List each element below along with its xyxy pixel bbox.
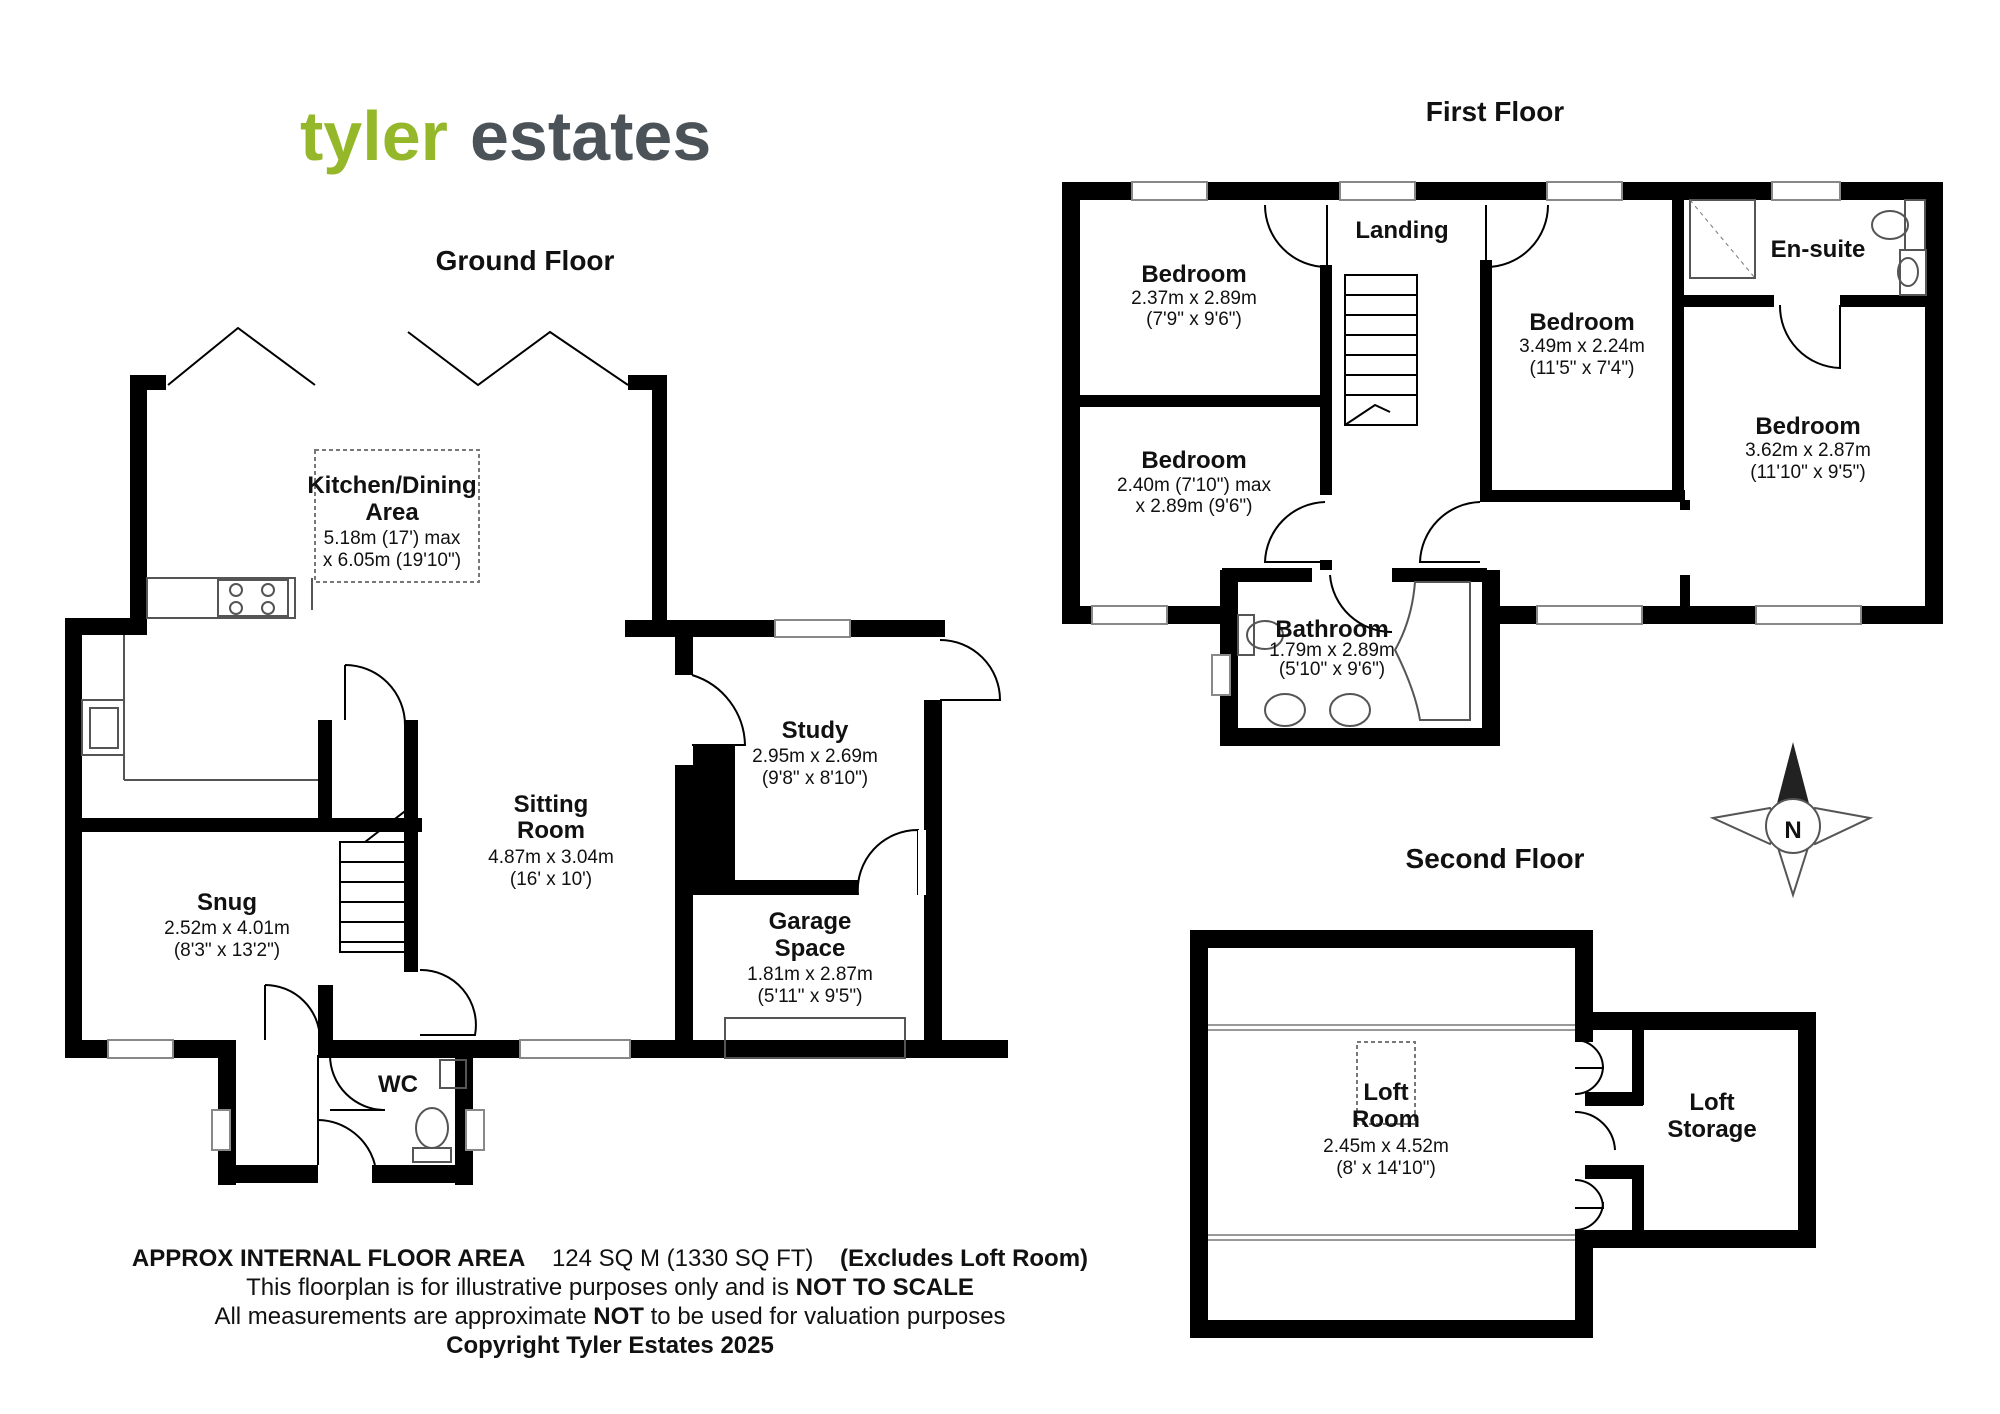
compass-rose: N xyxy=(1709,742,1874,899)
kitchen-dim-1: 5.18m (17') max xyxy=(324,528,461,549)
bed1-dim-2: (7'9" x 9'6") xyxy=(1146,309,1242,330)
loft-name: Loft xyxy=(1363,1079,1408,1106)
logo-part-tyler: tyler xyxy=(300,97,448,175)
bed4-dim-1: 3.62m x 2.87m xyxy=(1745,440,1871,461)
ground-floor-plan xyxy=(65,326,1008,1185)
area-note: (Excludes Loft Room) xyxy=(840,1245,1089,1272)
scale-disclaimer: This floorplan is for illustrative purpo… xyxy=(60,1273,1160,1303)
bed2-dim-1: 2.40m (7'10") max xyxy=(1117,475,1271,496)
brand-logo: tyler estates xyxy=(300,97,711,175)
measurement-disclaimer: All measurements are approximate NOT to … xyxy=(60,1302,1160,1332)
landing-name: Landing xyxy=(1355,217,1448,244)
bed3-name: Bedroom xyxy=(1529,309,1634,336)
ground-floor-labels: Kitchen/Dining Area 5.18m (17') max x 6.… xyxy=(164,472,878,1098)
copyright-line: Copyright Tyler Estates 2025 xyxy=(60,1331,1160,1361)
loft-dim-1: 2.45m x 4.52m xyxy=(1323,1136,1449,1157)
bed2-dim-2: x 2.89m (9'6") xyxy=(1135,496,1252,517)
measurement-text-c: to be used for valuation purposes xyxy=(650,1303,1006,1330)
compass-north-letter: N xyxy=(1784,817,1801,844)
snug-name: Snug xyxy=(197,889,257,916)
first-floor-labels: Landing Bedroom 2.37m x 2.89m (7'9" x 9'… xyxy=(1117,217,1871,680)
garage-name: Garage xyxy=(769,908,852,935)
first-floor-plan xyxy=(1062,181,1943,746)
second-floor-label: Second Floor xyxy=(1406,843,1585,874)
garage-dim-2: (5'11" x 9'5") xyxy=(758,986,863,1007)
bathroom-name: Bathroom xyxy=(1275,616,1388,643)
wc-name: WC xyxy=(378,1071,418,1098)
snug-dim-2: (8'3" x 13'2") xyxy=(174,940,280,961)
ground-floor-label: Ground Floor xyxy=(436,245,615,276)
bed1-name: Bedroom xyxy=(1141,261,1246,288)
loft-dim-2: (8' x 14'10") xyxy=(1336,1158,1436,1179)
kitchen-dim-2: x 6.05m (19'10") xyxy=(323,550,461,571)
area-label: APPROX INTERNAL FLOOR AREA xyxy=(131,1245,526,1272)
area-value: 124 SQ M (1330 SQ FT) xyxy=(551,1245,814,1272)
bed4-name: Bedroom xyxy=(1755,413,1860,440)
measurement-not: NOT xyxy=(593,1303,644,1330)
bathroom-dim-2: (5'10" x 9'6") xyxy=(1279,659,1385,680)
disclaimer-text: This floorplan is for illustrative purpo… xyxy=(246,1274,789,1301)
bed3-dim-2: (11'5" x 7'4") xyxy=(1530,358,1635,379)
first-floor-label: First Floor xyxy=(1426,96,1565,127)
bathroom-dim-1: 1.79m x 2.89m xyxy=(1269,640,1395,661)
floor-area-line: APPROX INTERNAL FLOOR AREA 124 SQ M (133… xyxy=(60,1244,1160,1274)
copyright-text: Copyright Tyler Estates 2025 xyxy=(446,1332,774,1359)
bed1-dim-1: 2.37m x 2.89m xyxy=(1131,288,1257,309)
ensuite-name: En-suite xyxy=(1771,236,1866,263)
bed2-name: Bedroom xyxy=(1141,447,1246,474)
second-floor-plan xyxy=(1190,930,1816,1338)
study-dim-2: (9'8" x 8'10") xyxy=(762,768,868,789)
kitchen-name: Kitchen/Dining xyxy=(307,472,476,499)
loft-name-2: Room xyxy=(1352,1106,1420,1133)
garage-dim-1: 1.81m x 2.87m xyxy=(747,964,873,985)
loft-storage-name-2: Storage xyxy=(1667,1116,1756,1143)
sitting-name-2: Room xyxy=(517,817,585,844)
snug-dim-1: 2.52m x 4.01m xyxy=(164,918,290,939)
measurement-text-a: All measurements are approximate xyxy=(214,1303,587,1330)
loft-storage-name: Loft xyxy=(1689,1089,1734,1116)
not-to-scale: NOT TO SCALE xyxy=(795,1274,974,1301)
logo-part-estates: estates xyxy=(470,97,711,175)
sitting-dim-1: 4.87m x 3.04m xyxy=(488,847,614,868)
study-name: Study xyxy=(782,717,849,744)
sitting-dim-2: (16' x 10') xyxy=(510,869,592,890)
sitting-name: Sitting xyxy=(514,791,589,818)
second-floor-labels: Loft Room 2.45m x 4.52m (8' x 14'10") Lo… xyxy=(1323,1079,1757,1179)
garage-name-2: Space xyxy=(775,935,846,962)
study-dim-1: 2.95m x 2.69m xyxy=(752,746,878,767)
kitchen-name-2: Area xyxy=(365,499,419,526)
bed4-dim-2: (11'10" x 9'5") xyxy=(1750,462,1865,483)
bed3-dim-1: 3.49m x 2.24m xyxy=(1519,336,1645,357)
